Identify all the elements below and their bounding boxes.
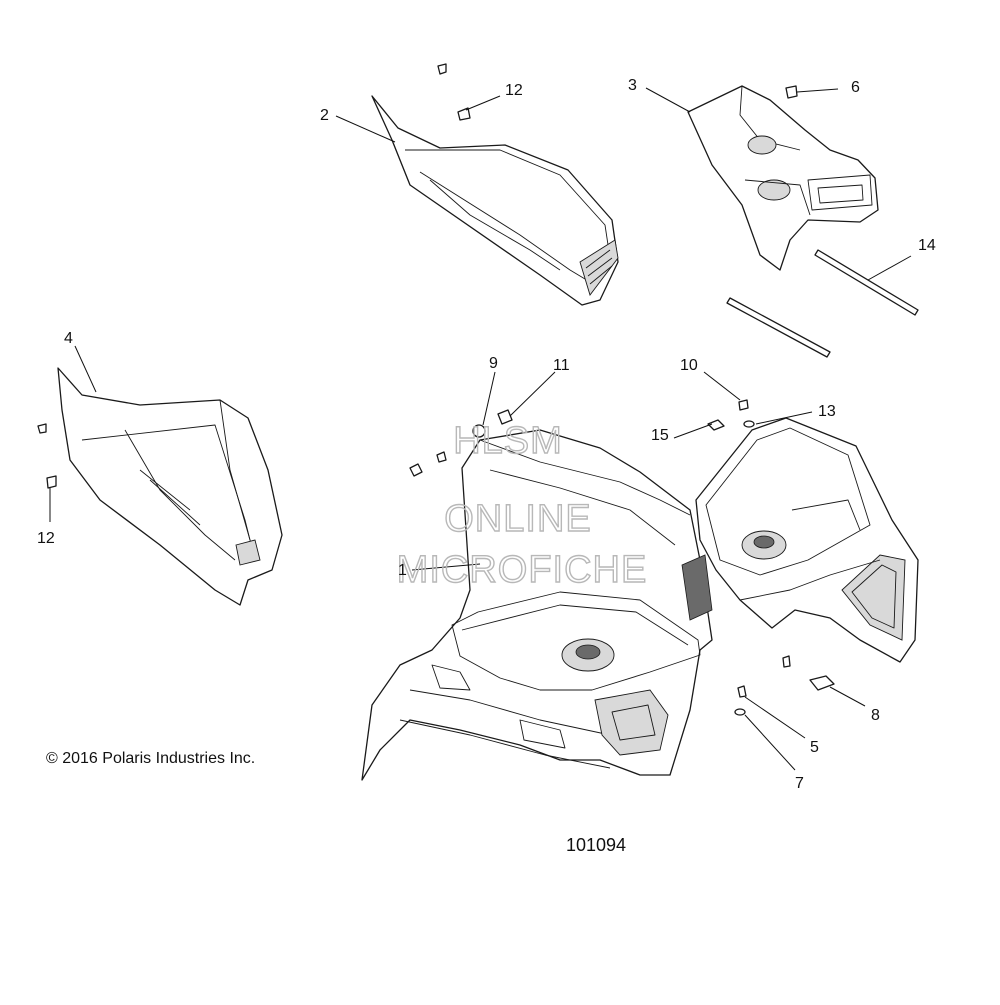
callout-9: 9 xyxy=(489,355,498,372)
part-3-rear-bracket xyxy=(687,85,879,271)
callout-13: 13 xyxy=(818,403,836,420)
part-rear-box xyxy=(695,417,919,663)
part-4-side-panel xyxy=(57,367,283,606)
part-2-side-panel xyxy=(371,95,619,306)
watermark: HLSM ONLINE MICROFICHE xyxy=(396,419,648,591)
callout-7: 7 xyxy=(795,775,804,792)
callout-1: 1 xyxy=(398,562,407,579)
watermark-line-3: MICROFICHE xyxy=(397,549,648,591)
callout-2: 2 xyxy=(320,107,329,124)
part-14-rods xyxy=(726,249,919,358)
callout-10: 10 xyxy=(680,357,698,374)
leader-lines xyxy=(49,87,912,771)
callout-12-left: 12 xyxy=(37,530,55,547)
callout-8: 8 xyxy=(871,707,880,724)
callout-6: 6 xyxy=(851,79,860,96)
callout-5: 5 xyxy=(810,739,819,756)
callouts: 1 2 3 4 5 6 7 8 9 10 11 12 12 13 14 15 xyxy=(37,77,936,792)
copyright-text: © 2016 Polaris Industries Inc. xyxy=(46,750,255,767)
callout-14: 14 xyxy=(918,237,936,254)
callout-12-top: 12 xyxy=(505,82,523,99)
callout-15: 15 xyxy=(651,427,669,444)
callout-11: 11 xyxy=(553,357,570,374)
watermark-line-2: ONLINE xyxy=(444,498,591,540)
watermark-line-1: HLSM xyxy=(453,420,563,462)
callout-4: 4 xyxy=(64,330,73,347)
part-1-body xyxy=(361,429,713,781)
hardware xyxy=(37,63,835,716)
callout-3: 3 xyxy=(628,77,637,94)
figure-id: 101094 xyxy=(566,835,626,855)
